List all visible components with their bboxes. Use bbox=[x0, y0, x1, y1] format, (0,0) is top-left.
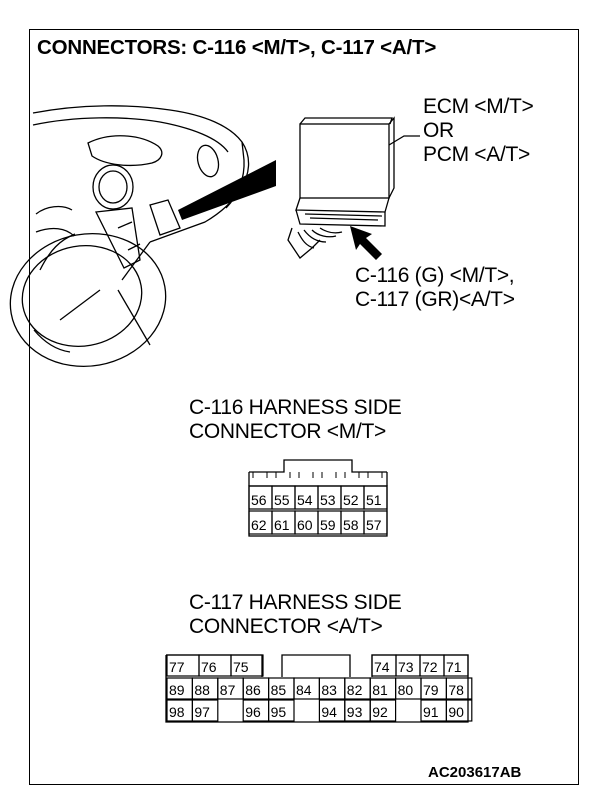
pin-number: 76 bbox=[201, 659, 217, 675]
pin-number: 84 bbox=[296, 682, 312, 698]
pin-number: 80 bbox=[398, 682, 414, 698]
c117-heading-line1: C-117 HARNESS SIDE bbox=[189, 591, 402, 614]
pin-number: 94 bbox=[321, 704, 337, 720]
diagram-title: CONNECTORS: C-116 <M/T>, C-117 <A/T> bbox=[37, 36, 437, 59]
pin-number: 89 bbox=[169, 682, 185, 698]
pin-number: 61 bbox=[274, 517, 290, 533]
pin-number: 95 bbox=[271, 704, 287, 720]
pin-cavity bbox=[363, 510, 388, 535]
pin-number: 91 bbox=[423, 704, 439, 720]
or-label: OR bbox=[423, 119, 454, 142]
pin-number: 60 bbox=[297, 517, 313, 533]
pin-number: 62 bbox=[251, 517, 267, 533]
pin-number: 92 bbox=[372, 704, 388, 720]
pin-number: 87 bbox=[220, 682, 236, 698]
pin-number: 71 bbox=[446, 659, 462, 675]
pin-number: 54 bbox=[297, 492, 313, 508]
pin-number: 79 bbox=[423, 682, 439, 698]
pin-number: 81 bbox=[372, 682, 388, 698]
pin-number: 96 bbox=[245, 704, 261, 720]
pin-number: 53 bbox=[320, 492, 336, 508]
c116-housing-outline bbox=[248, 459, 388, 486]
pin-cavity bbox=[369, 699, 397, 722]
connector-arrow-icon bbox=[350, 226, 382, 260]
pin-number: 72 bbox=[422, 659, 438, 675]
pin-number: 88 bbox=[194, 682, 210, 698]
connector-callout-line2: C-117 (GR)<A/T> bbox=[355, 288, 515, 311]
pin-number: 90 bbox=[448, 704, 464, 720]
pin-number: 77 bbox=[169, 659, 185, 675]
pin-number: 98 bbox=[169, 704, 185, 720]
connector-callout-line1: C-116 (G) <M/T>, bbox=[355, 264, 515, 287]
pcm-label: PCM <A/T> bbox=[423, 143, 530, 166]
c117-heading-line2: CONNECTOR <A/T> bbox=[189, 615, 383, 638]
pin-cavity bbox=[445, 699, 473, 722]
pin-number: 93 bbox=[347, 704, 363, 720]
pin-number: 82 bbox=[347, 682, 363, 698]
pin-cavity bbox=[191, 699, 219, 722]
pin-cavity bbox=[443, 654, 469, 677]
pin-number: 97 bbox=[194, 704, 210, 720]
pin-number: 52 bbox=[343, 492, 359, 508]
pin-number: 86 bbox=[245, 682, 261, 698]
pin-number: 57 bbox=[366, 517, 382, 533]
pin-number: 58 bbox=[343, 517, 359, 533]
pin-cavity bbox=[230, 654, 264, 677]
view-pointer-wedge bbox=[178, 160, 276, 220]
ecm-label: ECM <M/T> bbox=[423, 95, 534, 118]
pin-number: 56 bbox=[251, 492, 267, 508]
c116-heading-line2: CONNECTOR <M/T> bbox=[189, 420, 386, 443]
pin-number: 85 bbox=[271, 682, 287, 698]
pin-cavity bbox=[445, 677, 473, 700]
pin-number: 73 bbox=[398, 659, 414, 675]
figure-id: AC203617AB bbox=[428, 764, 522, 781]
c116-heading-line1: C-116 HARNESS SIDE bbox=[189, 396, 402, 419]
pin-cavity bbox=[268, 699, 295, 722]
pin-number: 78 bbox=[448, 682, 464, 698]
pin-number: 75 bbox=[233, 659, 249, 675]
pin-number: 74 bbox=[374, 659, 390, 675]
pin-number: 55 bbox=[274, 492, 290, 508]
pin-number: 59 bbox=[320, 517, 336, 533]
pin-number: 83 bbox=[321, 682, 337, 698]
pin-cavity bbox=[363, 485, 388, 510]
diagram-frame bbox=[29, 29, 579, 785]
pin-number: 51 bbox=[366, 492, 382, 508]
